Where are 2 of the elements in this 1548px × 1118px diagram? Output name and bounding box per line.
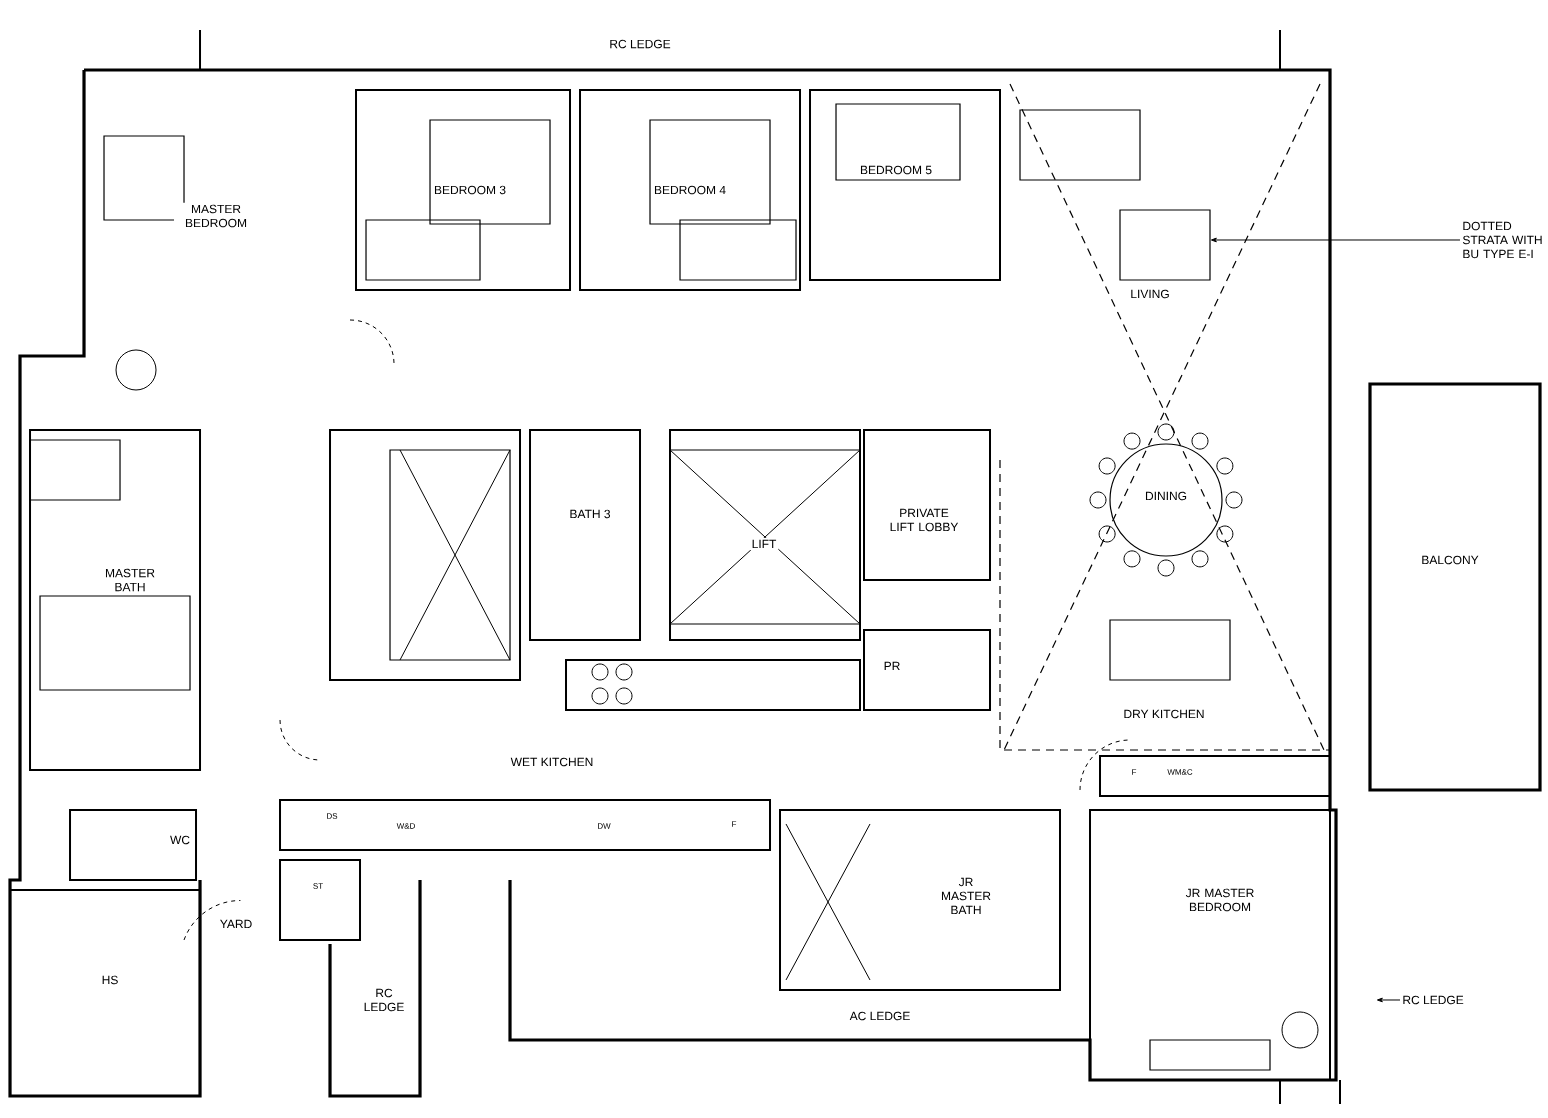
leader-line — [1210, 237, 1461, 243]
leader-line — [1376, 997, 1401, 1003]
